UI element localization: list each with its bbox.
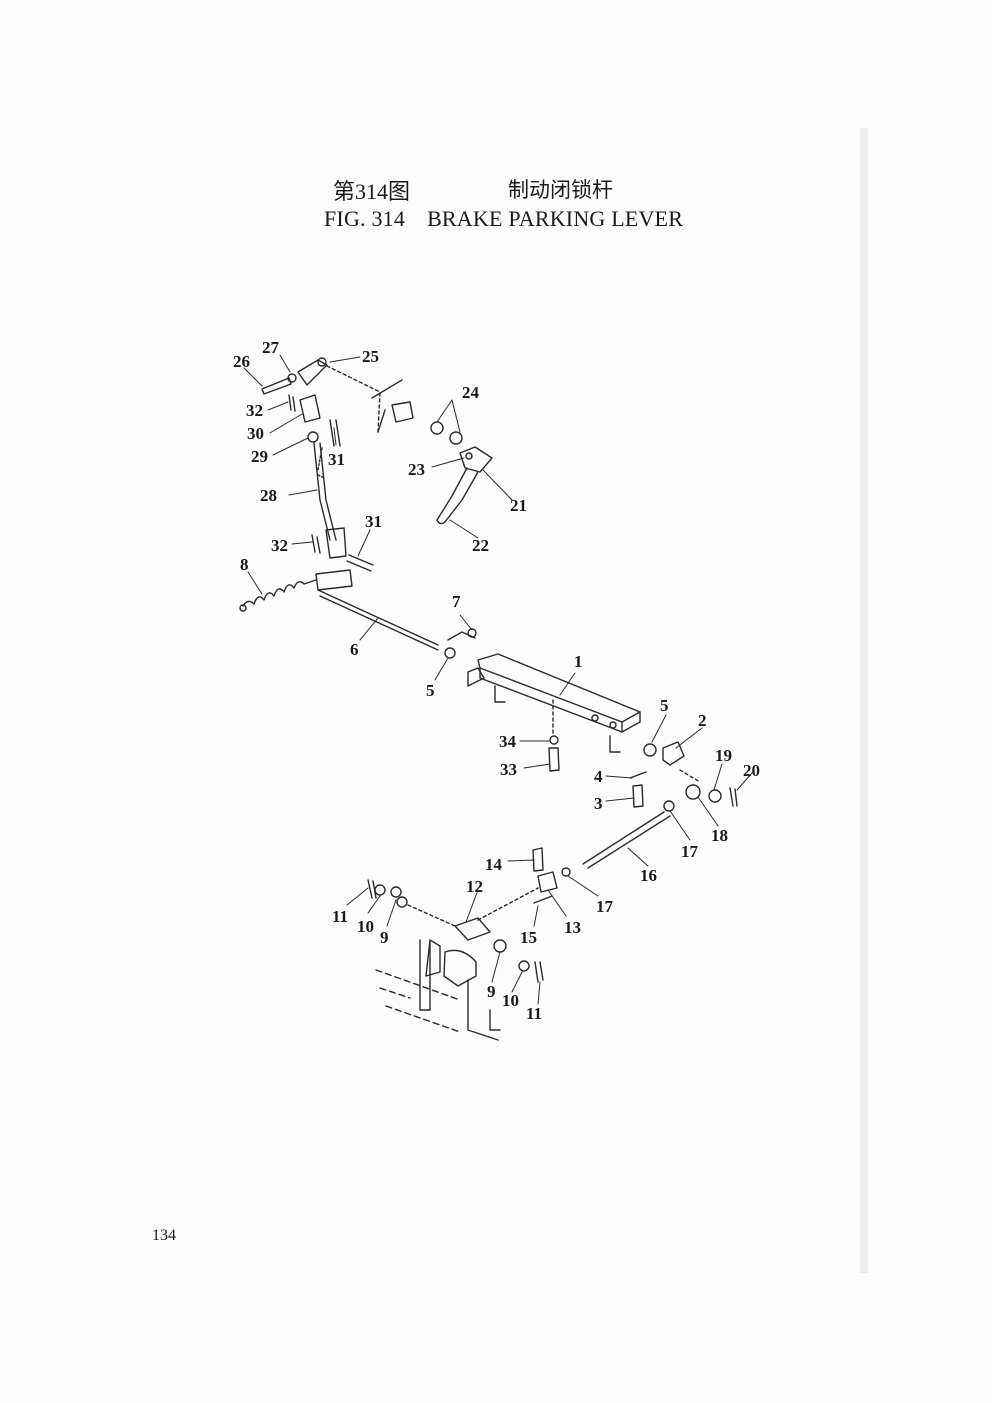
- chinese-title: 第314图 制动闭锁杆: [0, 172, 992, 204]
- english-figure-name: BRAKE PARKING LEVER: [427, 206, 684, 231]
- callout-8: 8: [240, 555, 249, 574]
- nut-19: [708, 789, 722, 803]
- washer-4: [629, 771, 647, 779]
- lever-21: [459, 446, 493, 473]
- washer-10: [374, 884, 386, 896]
- washer-10b: [518, 960, 530, 972]
- shaft-6: [317, 589, 439, 651]
- nut-17: [663, 800, 675, 812]
- callout-7: 7: [452, 592, 461, 611]
- bolt-3: [632, 784, 644, 808]
- bushing-24a: [391, 401, 414, 423]
- bushing-9: [390, 886, 402, 898]
- nut-17b: [561, 867, 571, 877]
- callout-3: 3: [594, 794, 603, 813]
- callout-21: 21: [510, 496, 527, 515]
- pin-31b: [346, 554, 374, 572]
- callout-17: 17: [681, 842, 698, 861]
- page-number: 134: [152, 1227, 176, 1244]
- callout-12: 12: [466, 877, 483, 896]
- pin-32b: [311, 534, 321, 554]
- callout-23: 23: [408, 460, 425, 479]
- callout-30: 30: [247, 424, 264, 443]
- bracket-1: [467, 653, 641, 772]
- bolt-14: [532, 847, 544, 872]
- spring-8: [242, 579, 317, 607]
- bushing-5b: [643, 743, 657, 757]
- leader-lines: [243, 354, 753, 1005]
- right-connector: [561, 741, 738, 877]
- bushing-24c: [449, 431, 463, 445]
- callout-32b: 32: [271, 536, 288, 555]
- lower-assembly: [367, 847, 558, 1041]
- clevis-2: [662, 741, 685, 766]
- callout-32: 32: [246, 401, 263, 420]
- pin-11b: [534, 961, 544, 983]
- callout-11b: 11: [526, 1004, 543, 1023]
- callout-16: 16: [640, 866, 657, 885]
- bolt-33: [548, 747, 560, 772]
- block-13: [537, 871, 558, 893]
- grease-fitting-23: [465, 452, 473, 460]
- callout-31b: 31: [365, 512, 382, 531]
- callout-9b: 9: [487, 982, 496, 1001]
- chinese-figure-name: 制动闭锁杆: [508, 178, 613, 202]
- callout-1: 1: [574, 652, 583, 671]
- callout-15: 15: [520, 928, 537, 947]
- washer-27: [287, 373, 297, 383]
- upper-lever-assembly: [261, 357, 493, 572]
- callout-19: 19: [715, 746, 732, 765]
- bushing-5: [444, 647, 456, 659]
- callout-33: 33: [500, 760, 517, 779]
- yoke-30: [299, 394, 321, 423]
- callout-13: 13: [564, 918, 581, 937]
- callout-9: 9: [380, 928, 389, 947]
- rod-16: [582, 811, 671, 869]
- callout-6: 6: [350, 640, 359, 659]
- lever-25: [297, 359, 328, 386]
- callout-34: 34: [499, 732, 516, 751]
- pin-32: [288, 394, 296, 412]
- bushing-24b: [430, 421, 444, 435]
- callout-5: 5: [426, 681, 435, 700]
- callout-10: 10: [357, 917, 374, 936]
- callout-22: 22: [472, 536, 489, 555]
- pin-15: [533, 895, 553, 904]
- callout-17b: 17: [596, 897, 613, 916]
- washer-34: [549, 735, 559, 745]
- lever-12: [454, 917, 491, 941]
- callout-28: 28: [260, 486, 277, 505]
- nut-29: [307, 431, 319, 443]
- handle-22: [436, 467, 479, 523]
- callout-14: 14: [485, 855, 502, 874]
- page-edge-shadow: [860, 128, 868, 1273]
- chinese-figure-number: 第314图: [333, 179, 411, 204]
- callout-5b: 5: [660, 696, 669, 715]
- callout-18: 18: [711, 826, 728, 845]
- callout-10b: 10: [502, 991, 519, 1010]
- rod-28: [313, 442, 337, 541]
- english-figure-number: FIG. 314: [324, 206, 406, 231]
- callout-31: 31: [328, 450, 345, 469]
- callout-25: 25: [362, 347, 379, 366]
- pin-7: [447, 631, 476, 641]
- bushing-9b: [493, 939, 507, 953]
- callout-11: 11: [332, 907, 349, 926]
- callout-26: 26: [233, 352, 250, 371]
- callout-29: 29: [251, 447, 268, 466]
- callout-4: 4: [594, 767, 603, 786]
- shaft-arm-6: [315, 569, 353, 591]
- yoke-lower-28: [325, 527, 347, 559]
- pin-31: [329, 419, 341, 447]
- callout-2: 2: [698, 711, 707, 730]
- callout-20: 20: [743, 761, 760, 780]
- pin-20: [729, 787, 738, 807]
- rod-end-18: [685, 784, 701, 800]
- callout-27: 27: [262, 338, 279, 357]
- english-title: FIG. 314 BRAKE PARKING LEVER: [324, 206, 683, 232]
- callout-24: 24: [462, 383, 479, 402]
- bolt-26: [261, 377, 292, 395]
